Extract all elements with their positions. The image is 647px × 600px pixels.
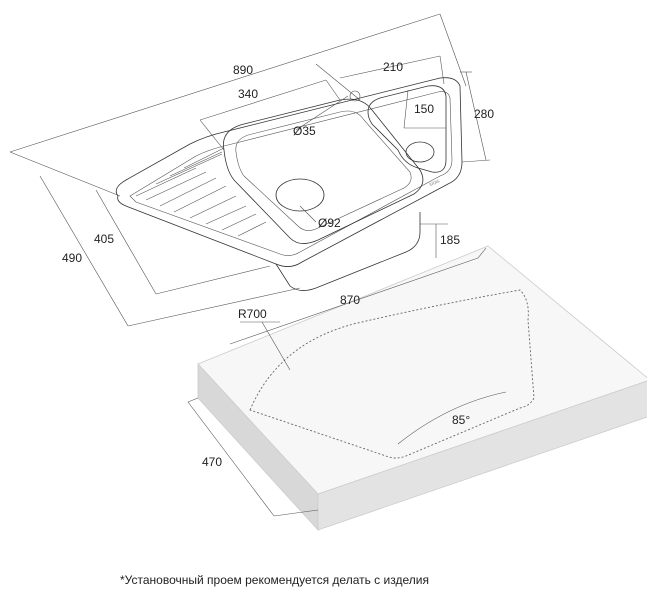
dim-d35: Ø35 [293,124,316,138]
main-bowl [223,98,424,244]
dim-r700: R700 [238,307,267,321]
worktop-cutout [249,289,535,459]
dim-280: 280 [474,107,494,121]
brand-logo: IDDIS [429,178,441,187]
dim-210: 210 [383,60,403,74]
dim-405: 405 [94,232,114,246]
main-drain-hole [275,178,325,212]
worktop [187,245,647,532]
dimension-labels: 890 210 340 150 280 Ø35 Ø92 185 490 405 … [62,60,494,469]
sink-outer-rim [115,77,463,267]
dim-870: 870 [340,293,360,307]
main-bowl-inner [235,110,412,231]
installation-footnote: *Установочный проем рекомендуется делать… [120,573,429,587]
dim-490: 490 [62,251,82,265]
dim-890: 890 [233,63,253,77]
dim-d92: Ø92 [318,216,341,230]
sink-dimension-lines [9,13,491,327]
worktop-right-side [317,380,647,531]
small-bowl [367,85,447,173]
small-drain-hole [405,141,435,163]
dim-85-degrees: 85° [452,413,470,427]
drainboard-ribs [135,147,267,237]
bowl-body [275,212,421,291]
corner-sink: IDDIS [115,77,463,291]
dim-150: 150 [414,102,434,116]
tap-hole-icon [349,90,361,102]
sink-inner-rim [129,91,453,256]
dim-340: 340 [238,87,258,101]
dim-185: 185 [440,233,460,247]
dim-470: 470 [202,455,222,469]
